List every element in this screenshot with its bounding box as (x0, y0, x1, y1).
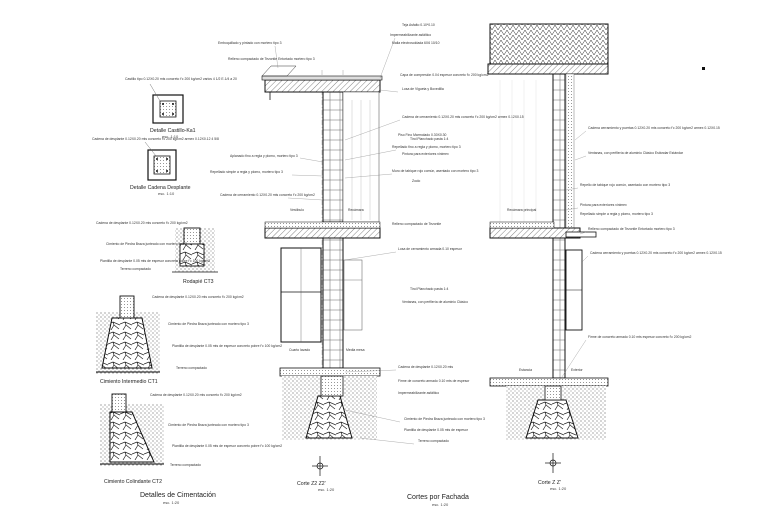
cimentacion-scale: esc. 1:20 (163, 500, 180, 505)
c-label-14: Zoclo (412, 179, 420, 183)
castillo-label: Castillo tipo 0.12X0.20 mts concreto f'c… (125, 77, 237, 81)
rodapie-label-1: Cadena de desplante 0.12X0.20 mts concre… (96, 221, 188, 225)
space-estancia: Estancia (519, 368, 532, 372)
c-label-12: Repellado simple a regla y plomo, morter… (210, 170, 283, 174)
cortes-scale: esc. 1:20 (432, 502, 449, 507)
cc-label-4: Terreno compactado (170, 463, 201, 467)
castillo-title: Detalle Castillo-Ka1 (150, 128, 196, 134)
c-label-17: Tirol Planchado pasta 1:4 (410, 287, 448, 291)
c-label-10: Repellado fino a regla y plomo, mortero … (392, 145, 461, 149)
c-label-15: Cadena de cerramiento 0.12X0.20 mts conc… (220, 193, 315, 197)
r-label-2: Ventanas, con perfilería de aluminio Clá… (588, 151, 684, 155)
corte-z-scale: esc. 1:20 (550, 486, 567, 491)
corte-z2-section: Vestíbulo Recámara Cuarto lavado Media m… (261, 65, 383, 492)
corte-z2-scale: esc. 1:20 (318, 487, 335, 492)
ci-label-1: Cadena de desplante 0.12X0.20 mts concre… (152, 295, 244, 299)
c-label-19: Relleno compactado de Tezontle (392, 222, 441, 226)
c-label-9: Tirol Planchado pasta 1:4 (410, 137, 448, 141)
corner-mark (702, 67, 705, 70)
c-label-13: Muro de tabique rojo común, asentado con… (392, 169, 478, 173)
c-label-5: Losa de Vigueta y Bovedilla (402, 87, 444, 91)
c-label-16: Losa de cerramiento armada 0.10 espesor (398, 247, 463, 251)
cc-title: Cimiento Colindante CT2 (104, 479, 162, 485)
ci-label-2: Cimiento de Piedra Braza junteado con mo… (168, 322, 249, 326)
cimiento-intermedio: Cadena de desplante 0.12X0.20 mts concre… (96, 295, 282, 385)
rodapie-label-2: Cimiento de Piedra Braza junteado con mo… (106, 242, 187, 246)
cadena-label: Cadena de desplante 0.12X0.20 mts concre… (92, 137, 219, 141)
corte-z-title: Corte Z Z' (538, 480, 561, 486)
space-recamara: Recámara (348, 208, 364, 212)
c-label-21: Firme de concreto armado 0.10 mts de esp… (398, 379, 470, 383)
c-label-8: Aplanado fino a regla y plomo, mortero t… (230, 154, 298, 158)
cadena-detail: Cadena de desplante 0.12X0.20 mts concre… (92, 137, 219, 196)
ci-label-4: Terreno compactado (176, 366, 207, 370)
c-label-7: Piso Fino Marmolado 0.30X0.30 (398, 133, 447, 137)
r-label-5: Repellado simple a regla y plomo, morter… (580, 212, 653, 216)
c-label-20: Cadena de desplante 0.12X0.20 mts (398, 365, 453, 369)
r-label-8: Firme de concreto armado 0.10 mts espeso… (588, 335, 691, 339)
cortes-title: Cortes por Fachada (407, 494, 469, 501)
c-label-4: Capa de compresión 0.04 espesor concreto… (400, 73, 489, 77)
r-label-0: Teja Asfalto 0.10*0.10 (402, 23, 435, 27)
cadena-scale: esc. 1:10 (158, 191, 175, 196)
cimiento-colindante: Cadena de desplante 0.12X0.20 mts concre… (100, 393, 282, 485)
r-label-1: Cadena cerramiento y puertas 0.12X0.20 m… (588, 126, 720, 130)
c-label-25: Terreno compactado (418, 439, 449, 443)
center-annotations: Emboquillado y pintado con mortero tipo … (210, 33, 524, 507)
r-label-4: Pintura para exteriores vinimex (580, 203, 627, 207)
space-recamara-principal: Recámara principal (507, 208, 536, 212)
c-label-6: Cadena de cerramiento 0.12X0.20 mts conc… (402, 115, 524, 119)
c-label-22: Impermeabilizante asfáltico (398, 391, 439, 395)
corte-z2-title: Corte Z2 Z2' (297, 481, 326, 487)
ci-title: Cimiento Intermedio CT1 (100, 379, 158, 385)
rodapie-label-4: Terreno compactado (120, 267, 151, 271)
r-label-3: Repello de tabique rojo común, asentado … (580, 183, 670, 187)
cimentacion-title: Detalles de Cimentación (140, 492, 216, 499)
c-label-2: Impermeabilizante asfáltico (390, 33, 431, 37)
c-label-1: Relleno compactado de Tezontle Entortado… (228, 57, 315, 61)
cadena-title: Detalle Cadena Desplante (130, 185, 191, 191)
c-label-0: Emboquillado y pintado con mortero tipo … (218, 41, 282, 45)
space-media-mesa: Media mesa (346, 348, 365, 352)
space-exterior: Exterior (571, 368, 584, 372)
c-label-11: Pintura para exteriores vinimex (402, 152, 449, 156)
space-cuarto-lavado: Cuarto lavado (289, 348, 310, 352)
r-label-7: Cadena cerramiento y puertas 0.12X0.20 m… (590, 251, 722, 255)
c-label-3: Malla electrosoldada 6X6 10/10 (392, 41, 440, 45)
castillo-detail: Castillo tipo 0.12X0.20 mts concreto f'c… (125, 77, 237, 139)
rodapie-label-3: Plantilla de desplante 0.05 mts de espes… (100, 259, 210, 263)
cc-label-3: Plantilla de desplante 0.05 mts de espes… (172, 444, 282, 448)
ci-label-3: Plantilla de desplante 0.05 mts de espes… (172, 344, 282, 348)
cc-label-1: Cadena de desplante 0.12X0.20 mts concre… (150, 393, 242, 397)
c-label-24: Plantilla de desplante 0.05 mts de espes… (404, 428, 469, 432)
corte-z-section: Recámara principal Estancia Exterior Cor… (487, 23, 609, 491)
c-label-18: Ventanas, con perfilería de aluminio Clá… (402, 300, 468, 304)
rodapie-detail: Cadena de desplante 0.12X0.20 mts concre… (96, 221, 218, 285)
castillo-scale: esc. 1:10 (162, 134, 179, 139)
cc-label-2: Cimiento de Piedra Braza junteado con mo… (168, 423, 249, 427)
c-label-23: Cimiento de Piedra Braza junteado con mo… (404, 417, 485, 421)
right-annotations: Teja Asfalto 0.10*0.10 Cadena cerramient… (402, 23, 722, 381)
space-vestibulo: Vestíbulo (290, 208, 304, 212)
r-label-6: Relleno compactado de Tezontle Entortado… (588, 227, 675, 231)
rodapie-title: Rodapié CT3 (183, 279, 214, 285)
